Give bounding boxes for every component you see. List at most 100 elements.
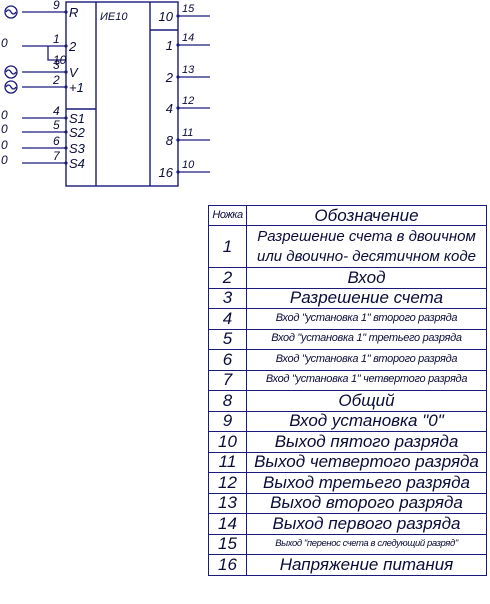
pin-number: 9	[53, 0, 60, 12]
pin-dot	[64, 116, 68, 120]
ac-source-icon	[4, 65, 18, 79]
header-designation: Обозначение	[246, 205, 487, 226]
pin-dot	[64, 10, 68, 14]
pin-designation-cell: Выход первого разряда	[246, 513, 487, 535]
pin-designation-cell: Вход "установка 1" второго разряда	[246, 349, 487, 371]
pin-dot	[64, 130, 68, 134]
pin-number: 2	[52, 73, 60, 87]
pin-level: 0	[1, 138, 8, 152]
pin-designation-cell: Разрешение счета	[246, 287, 487, 309]
pin-jumper-line	[47, 46, 66, 61]
pin-number: 3	[53, 58, 60, 72]
pin-dot	[64, 70, 68, 74]
pin-label: R	[69, 5, 78, 20]
output-weight-label: 16	[159, 165, 174, 180]
pin-number-cell: 5	[208, 328, 247, 350]
pin-label: S4	[69, 156, 85, 171]
pin-number-cell: 9	[208, 410, 247, 432]
pin-designation-cell: Напряжение питания	[246, 554, 487, 576]
pin-dot	[176, 14, 180, 18]
pin-number: 15	[182, 3, 195, 15]
pin-number-cell: 14	[208, 513, 247, 535]
pin-number: 10	[53, 53, 67, 67]
chip-body	[65, 1, 179, 187]
pin-number: 1	[53, 32, 60, 46]
pin-dot	[176, 43, 180, 47]
pin-number-cell: 7	[208, 369, 247, 391]
pin-designation-cell: Вход установка "0"	[246, 410, 487, 432]
pin-number-cell: 2	[208, 267, 247, 289]
pin-label: S2	[69, 125, 86, 140]
pin-dot	[64, 161, 68, 165]
pin-designation-cell: Общий	[246, 390, 487, 412]
pin-level: 0	[1, 108, 8, 122]
output-pin: 2 13	[165, 64, 210, 85]
pin-dot	[176, 170, 180, 174]
pin-label: 2	[68, 39, 77, 54]
pin-label: S1	[69, 111, 85, 126]
pin-number-cell: 15	[208, 533, 247, 555]
pin-number: 4	[53, 104, 60, 118]
pin-number-cell: 8	[208, 390, 247, 412]
pin-dot	[64, 44, 68, 48]
output-weight-label: 4	[166, 101, 173, 116]
pin-number: 14	[182, 32, 194, 44]
pin-label: S3	[69, 141, 86, 156]
pin-number-cell: 4	[208, 308, 247, 330]
pin-designation-cell: Вход	[246, 267, 487, 289]
output-weight-label: 1	[166, 38, 173, 53]
output-pin: 1 14	[166, 32, 210, 53]
pin-designation-cell: Вход "установка 1" второго разряда	[246, 308, 487, 330]
output-weight-label: 2	[165, 70, 174, 85]
pin-level: 0	[1, 153, 8, 167]
pin-designation-cell: Выход второго разряда	[246, 492, 487, 514]
pin-dot	[176, 75, 180, 79]
pin-number-cell: 13	[208, 492, 247, 514]
output-pin: 10 15	[159, 3, 210, 24]
output-weight-label: 10	[159, 9, 174, 24]
pin-dot	[176, 106, 180, 110]
pin-number: 12	[182, 95, 194, 107]
input-pin: 2 +1	[4, 73, 84, 95]
output-weight-label: 8	[166, 133, 174, 148]
ac-source-icon	[4, 80, 18, 94]
pin-level: 0	[1, 122, 8, 136]
header-pin: Ножка	[208, 205, 247, 226]
output-pin: 4 12	[166, 95, 210, 116]
pin-number: 6	[53, 134, 60, 148]
pin-number: 13	[182, 64, 195, 76]
pin-designation-cell: Разрешение счета в двоичном или двоично-…	[246, 225, 487, 268]
pin-number: 5	[53, 118, 60, 132]
chip-name: ИЕ10	[100, 11, 128, 23]
pin-dot	[64, 146, 68, 150]
input-pin: 10	[47, 46, 67, 67]
pin-dot	[64, 85, 68, 89]
pin-label: +1	[69, 80, 84, 95]
pin-designation-cell: Вход "установка 1" третьего разряда	[246, 328, 487, 350]
pin-dot	[176, 138, 180, 142]
